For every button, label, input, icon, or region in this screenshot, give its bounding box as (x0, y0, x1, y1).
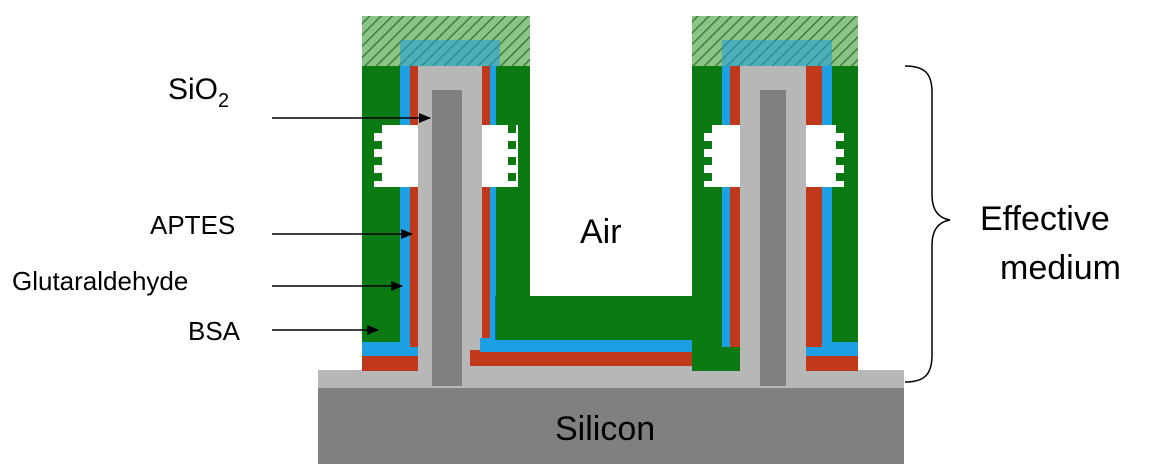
silicon-substrate (318, 386, 904, 464)
right-cap-aptes (722, 40, 832, 66)
trench-sio2-floor (462, 366, 766, 372)
right-core-inner-break (760, 125, 786, 187)
left-pillar (362, 65, 530, 386)
trench-glut-floor (470, 350, 754, 370)
effective-medium-brace (904, 65, 951, 383)
right-pillar (692, 65, 858, 386)
air-label: Air (580, 213, 622, 251)
trench-aptes-floor (480, 338, 744, 352)
effective-label-line1: Effective (980, 200, 1110, 238)
bsa-label: BSA (188, 316, 241, 346)
aptes-label: APTES (150, 210, 235, 240)
silicon-label: Silicon (555, 410, 655, 448)
right-pillar-bsa-left (692, 65, 722, 371)
glutaraldehyde-label: Glutaraldehyde (12, 266, 188, 296)
left-break-dots (374, 125, 516, 187)
effective-label-line2: medium (1000, 249, 1121, 287)
right-pillar-glut-bottom (800, 355, 858, 371)
trench-bsa-floor (495, 296, 729, 340)
left-pillar-glut-bottom (362, 355, 422, 371)
sio2-label: SiO2 (168, 73, 229, 112)
sio2-base-layer (318, 370, 904, 388)
right-break-dots (704, 125, 844, 187)
left-cap-aptes (400, 40, 500, 66)
left-core-inner-break (432, 125, 462, 187)
